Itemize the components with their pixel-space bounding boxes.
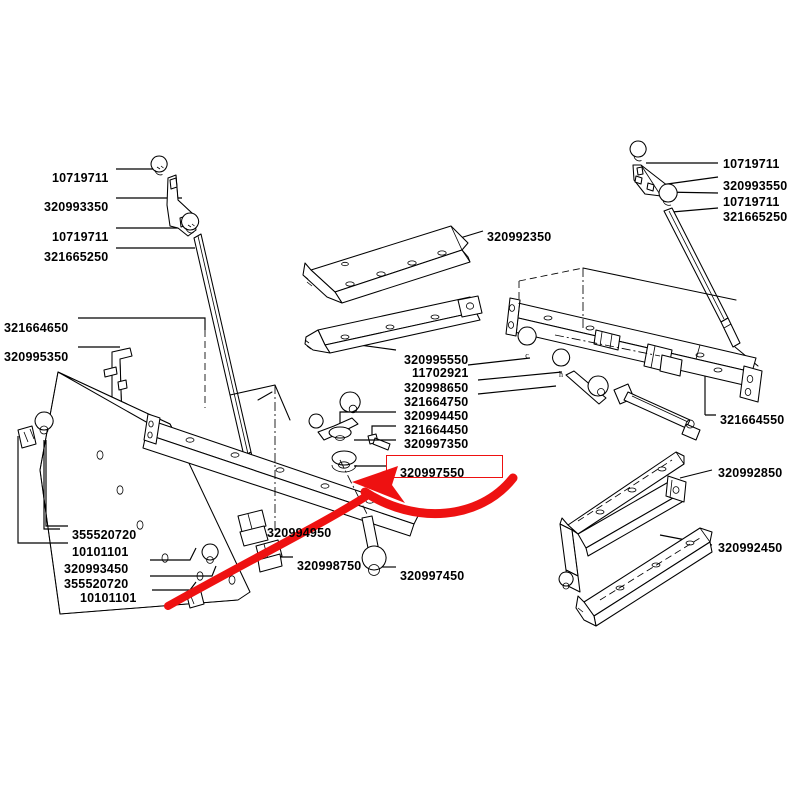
- top-left-bracket-group: [116, 155, 257, 477]
- part-number-label: 321664650: [4, 321, 69, 335]
- part-number-label: 10101101: [80, 591, 137, 605]
- part-number-label: 321664450: [404, 423, 469, 437]
- part-number-label: 321665250: [44, 250, 109, 264]
- part-number-label: 355520720: [72, 528, 137, 542]
- part-number-label: 320992850: [718, 466, 783, 480]
- part-number-label: 321664550: [720, 413, 785, 427]
- part-number-label: 321664750: [404, 395, 469, 409]
- part-number-label: 320998650: [404, 381, 469, 395]
- part-number-label: 320997450: [400, 569, 465, 583]
- svg-text:h: h: [559, 370, 563, 379]
- frame-rail-320995550: [304, 295, 483, 354]
- top-right-bracket-group: [629, 140, 759, 367]
- part-number-label: 320992450: [718, 541, 783, 555]
- svg-text:c: c: [525, 351, 529, 360]
- part-number-label: 320993350: [44, 200, 109, 214]
- bottom-right-blade-group: [558, 451, 713, 627]
- part-number-label: 320994950: [267, 526, 332, 540]
- part-number-label: 320993450: [64, 562, 129, 576]
- part-number-label: 320992350: [487, 230, 552, 244]
- part-number-label: 10101101: [72, 545, 129, 559]
- part-number-label: 11702921: [412, 366, 469, 380]
- part-number-label: 10719711: [723, 157, 780, 171]
- part-number-label: 10719711: [52, 171, 109, 185]
- part-number-label: 320995350: [4, 350, 69, 364]
- part-number-label: 320993550: [723, 179, 788, 193]
- part-number-label: 321665250: [723, 210, 788, 224]
- center-hardware-group: c h: [308, 326, 701, 473]
- red-annotation-arrow: [164, 466, 518, 610]
- part-number-label: 10719711: [723, 195, 780, 209]
- part-number-label: 320997550: [400, 466, 465, 480]
- part-number-label: 355520720: [64, 577, 129, 591]
- part-number-label: 10719711: [52, 230, 109, 244]
- left-blade-group: [39, 317, 421, 615]
- part-number-label: 320995550: [404, 353, 469, 367]
- part-number-label: 320994450: [404, 409, 469, 423]
- moldboard-plate-320992350: [302, 225, 484, 304]
- part-number-label: 320997350: [404, 437, 469, 451]
- main-frame-321664550: [505, 267, 763, 416]
- part-number-label: 320998750: [297, 559, 362, 573]
